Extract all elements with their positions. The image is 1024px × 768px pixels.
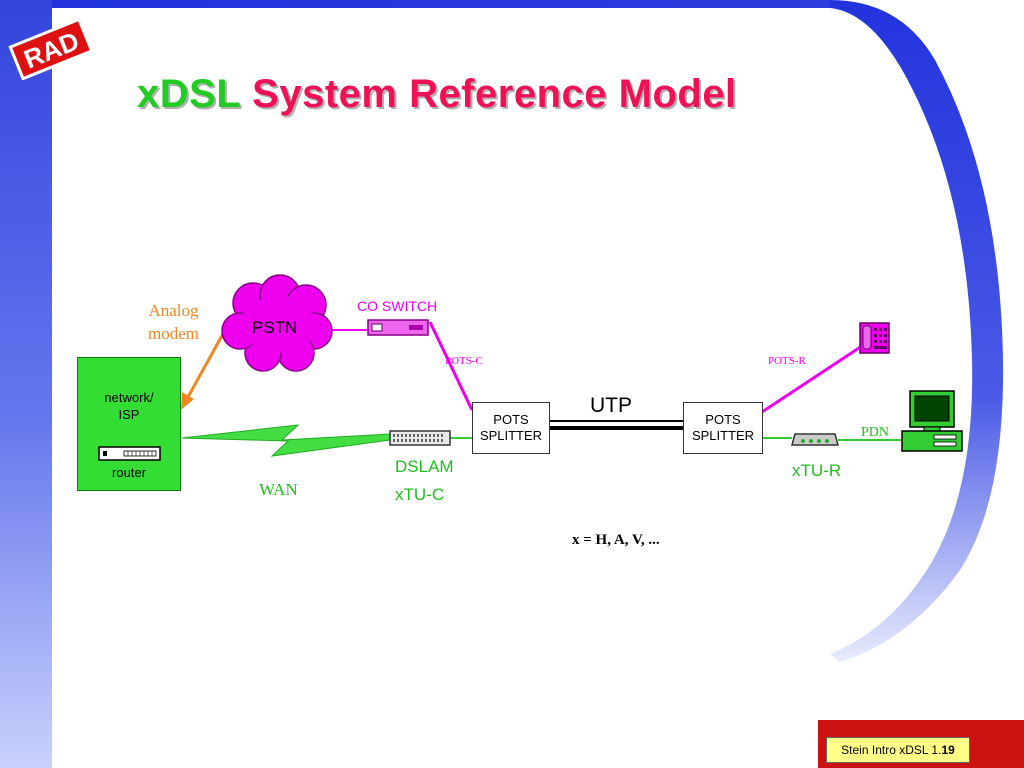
dslam-icon — [389, 430, 451, 446]
router-icon — [98, 446, 161, 461]
title-xdsl: xDSL — [137, 72, 241, 116]
isp-label-line1: network/ — [104, 390, 154, 405]
switch-icon — [367, 319, 429, 336]
lightning-icon — [181, 424, 391, 457]
isp-label: network/ISP — [77, 389, 181, 423]
network-isp-box — [77, 357, 181, 491]
page-title: xDSL System Reference Model — [137, 72, 737, 117]
left-accent-bar — [0, 0, 52, 768]
analog-modem-line — [186, 331, 226, 398]
pots-r-label: POTS-R — [768, 355, 806, 367]
pots-splitter-left-line2: SPLITTER — [479, 428, 543, 443]
footer-slide-number: Stein Intro xDSL 1.19 — [826, 737, 970, 763]
pots-splitter-right-line2: SPLITTER — [691, 428, 755, 443]
router-label: router — [112, 465, 146, 480]
footer-prefix: Stein Intro xDSL 1. — [841, 743, 942, 757]
title-rest: System Reference Model — [252, 72, 737, 116]
pots-splitter-left-line1: POTS — [493, 412, 529, 427]
rad-logo-icon: RAD — [8, 18, 94, 80]
pots-c-label: POTS-C — [445, 355, 483, 367]
computer-icon — [901, 390, 963, 452]
dslam-label: DSLAM — [395, 457, 454, 476]
xtu-c-label: xTU-C — [395, 485, 445, 504]
modem-icon — [791, 433, 839, 446]
analog-modem-label: Analog modem — [148, 299, 199, 345]
co-switch-label: CO SWITCH — [357, 298, 438, 314]
utp-label: UTP — [590, 394, 632, 417]
pdn-label: PDN — [861, 425, 890, 440]
analog-modem-line2: modem — [148, 324, 199, 343]
cloud-icon — [221, 274, 333, 372]
x-variants-note: x = H, A, V, ... — [572, 532, 660, 548]
analog-modem-arrowhead — [181, 392, 194, 410]
analog-modem-line1: Analog — [148, 301, 199, 320]
top-accent-bar — [52, 0, 832, 8]
pots-splitter-left: POTS SPLITTER — [472, 402, 550, 454]
wan-label: WAN — [259, 480, 298, 499]
pstn-label: PSTN — [252, 318, 298, 337]
pots-c-line — [428, 321, 474, 411]
xtu-r-label: xTU-R — [792, 461, 842, 480]
pots-r-line — [761, 344, 863, 414]
footer-page-number: 19 — [941, 743, 955, 757]
isp-label-line2: ISP — [118, 407, 140, 422]
pots-splitter-right: POTS SPLITTER — [683, 402, 763, 454]
phone-icon — [859, 322, 890, 354]
pots-splitter-right-line1: POTS — [705, 412, 741, 427]
